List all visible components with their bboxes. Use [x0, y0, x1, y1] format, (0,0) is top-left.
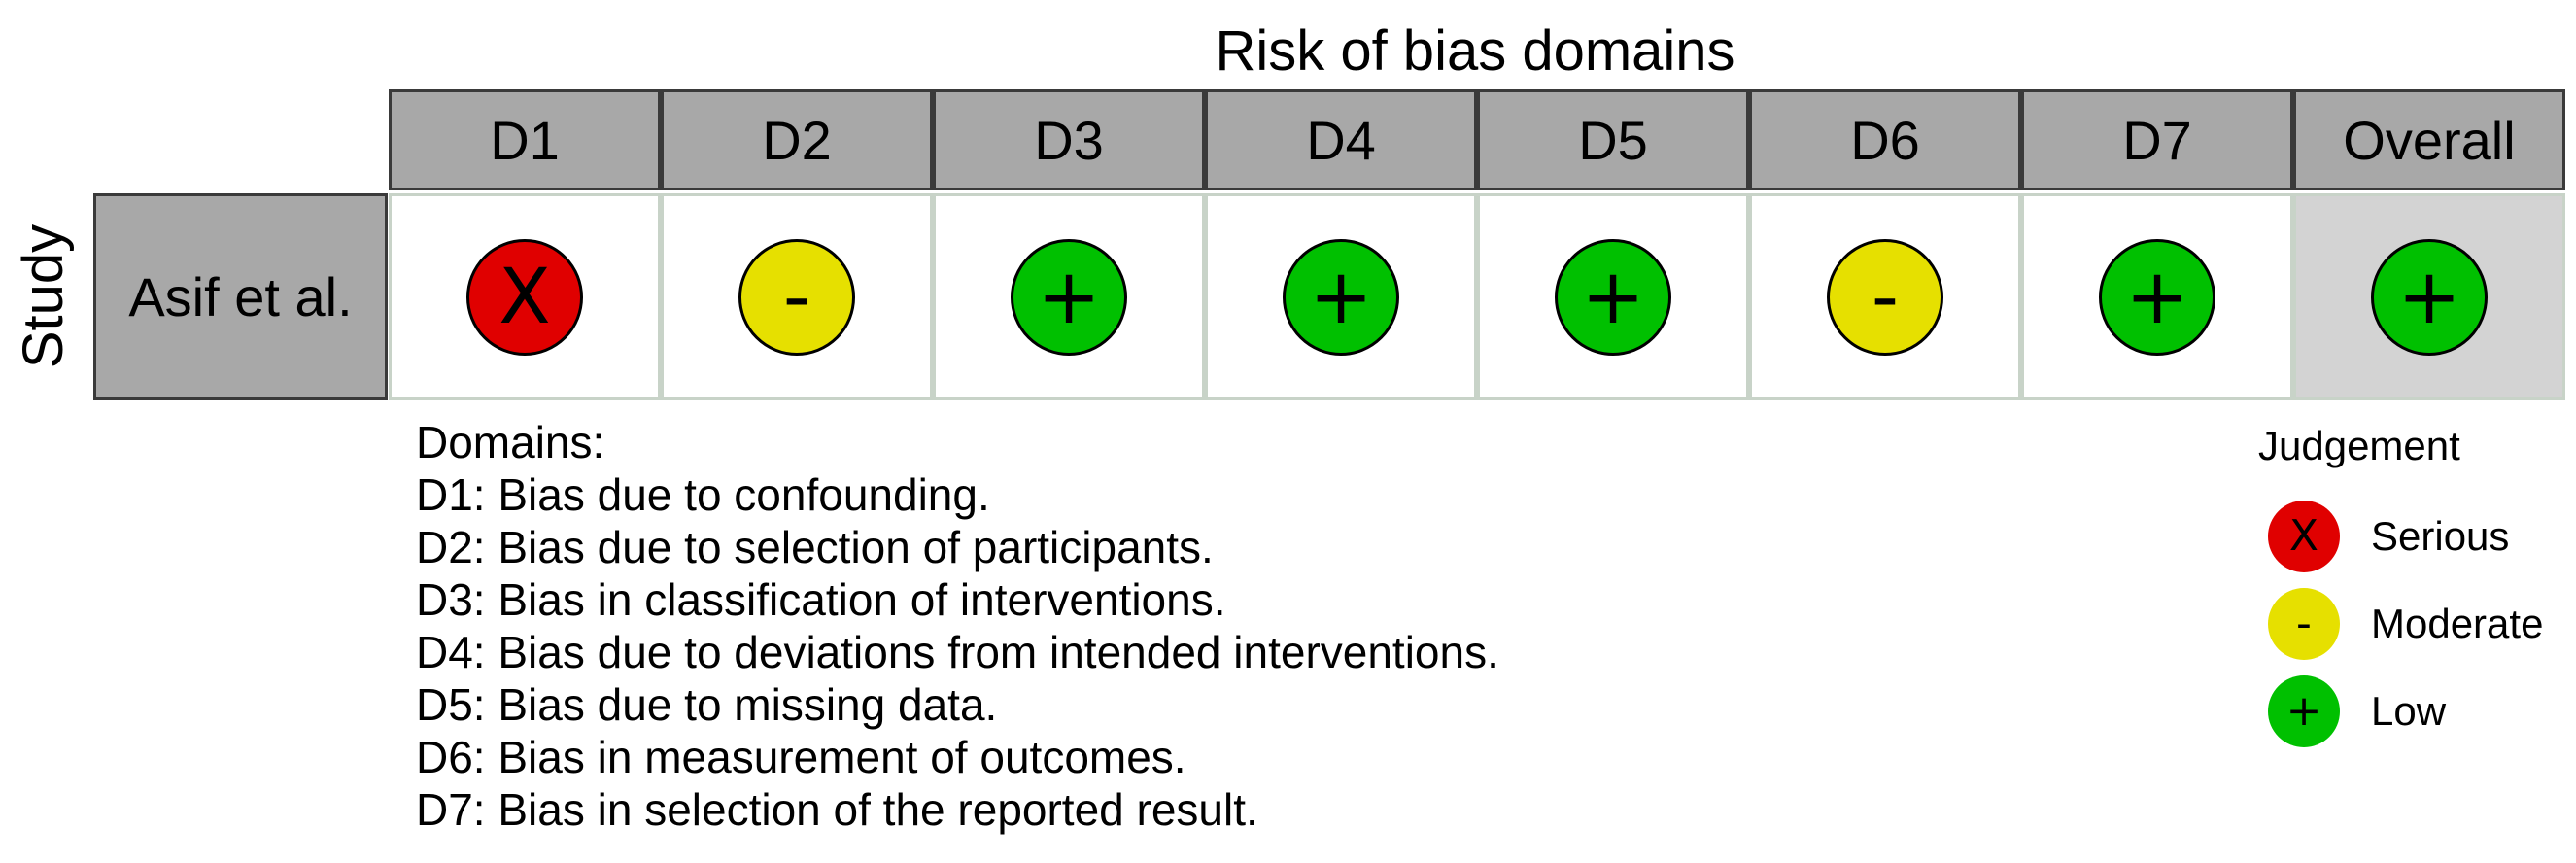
judgement-moderate-icon: -: [1827, 238, 1943, 356]
figure-title: Risk of bias domains: [1215, 19, 1735, 83]
domain-note-d7: D7: Bias in selection of the reported re…: [416, 784, 1258, 835]
legend-serious-icon: X: [2268, 501, 2340, 572]
judgement-low-icon: +: [2099, 238, 2215, 356]
judgement-symbol: X: [498, 253, 551, 341]
domain-note-d1: D1: Bias due to confounding.: [416, 469, 990, 520]
domain-header-d3: D3: [933, 89, 1205, 190]
legend-label: Moderate: [2371, 601, 2544, 646]
judgement-symbol: +: [1037, 253, 1101, 341]
judgement-low-icon: +: [1555, 238, 1671, 356]
judgement-cell-d5: +: [1477, 193, 1749, 400]
judgement-cell-d7: +: [2021, 193, 2293, 400]
judgement-legend-title: Judgement: [2258, 423, 2460, 468]
domain-note-d5: D5: Bias due to missing data.: [416, 679, 998, 730]
legend-item-low: + Low: [2268, 675, 2569, 747]
judgement-serious-icon: X: [466, 238, 583, 356]
judgement-symbol: -: [782, 253, 811, 341]
domain-header-d7: D7: [2021, 89, 2293, 190]
domain-header-d1: D1: [389, 89, 661, 190]
judgement-cell-d2: -: [661, 193, 933, 400]
domain-note-d2: D2: Bias due to selection of participant…: [416, 522, 1214, 572]
domain-header-d2: D2: [661, 89, 933, 190]
domain-header-overall: Overall: [2293, 89, 2565, 190]
domain-note-d3: D3: Bias in classification of interventi…: [416, 574, 1226, 625]
judgement-low-icon: +: [2371, 238, 2488, 356]
judgement-cell-overall: +: [2293, 193, 2565, 400]
legend-moderate-icon: -: [2268, 588, 2340, 660]
judgement-cell-d3: +: [933, 193, 1205, 400]
domain-header-d4: D4: [1205, 89, 1477, 190]
legend-item-moderate: - Moderate: [2268, 588, 2569, 660]
y-axis-label-text: Study: [12, 224, 75, 369]
judgement-low-icon: +: [1283, 238, 1399, 356]
domain-note-d4: D4: Bias due to deviations from intended…: [416, 627, 1499, 677]
domain-notes-heading: Domains:: [416, 417, 605, 467]
judgement-low-icon: +: [1011, 238, 1127, 356]
domain-note-d6: D6: Bias in measurement of outcomes.: [416, 732, 1186, 782]
study-name: Asif et al.: [128, 266, 353, 328]
judgement-symbol: +: [2125, 253, 2189, 341]
legend-item-serious: X Serious: [2268, 501, 2569, 572]
domain-notes: Domains: D1: Bias due to confounding. D2…: [416, 416, 1499, 836]
legend-symbol: X: [2288, 511, 2319, 561]
judgement-cell-d6: -: [1749, 193, 2021, 400]
legend-symbol: +: [2285, 686, 2322, 736]
judgement-symbol: +: [1581, 253, 1645, 341]
legend-symbol: -: [2296, 599, 2312, 648]
judgement-symbol: +: [1309, 253, 1373, 341]
study-label-cell: Asif et al.: [93, 193, 388, 400]
legend-label: Low: [2371, 688, 2447, 734]
judgement-symbol: +: [2397, 253, 2461, 341]
legend-label: Serious: [2371, 513, 2510, 559]
domain-header-d6: D6: [1749, 89, 2021, 190]
legend-low-icon: +: [2268, 675, 2340, 747]
judgement-cell-d1: X: [389, 193, 661, 400]
judgement-cell-d4: +: [1205, 193, 1477, 400]
judgement-symbol: -: [1871, 253, 1900, 341]
domain-header-d5: D5: [1477, 89, 1749, 190]
judgement-moderate-icon: -: [738, 238, 855, 356]
